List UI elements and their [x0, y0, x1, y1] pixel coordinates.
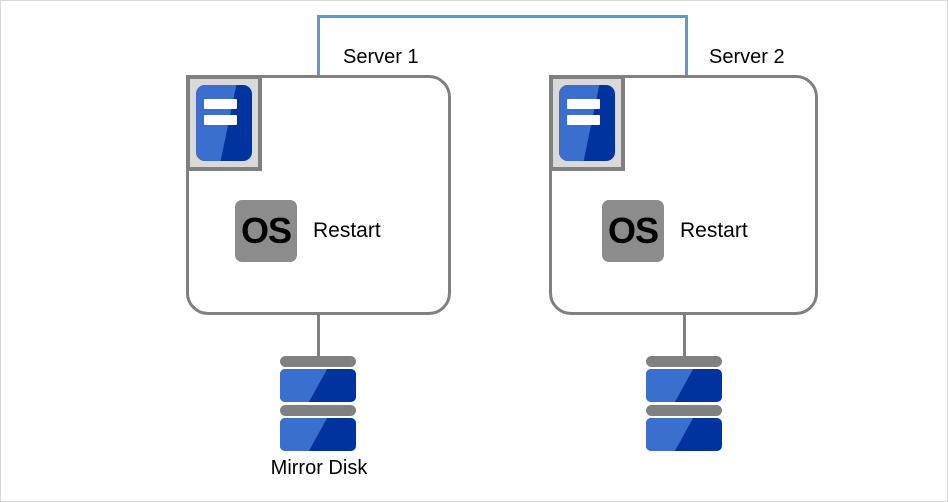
server-2-machine-icon	[549, 75, 625, 171]
disk-plate-bottom	[646, 405, 722, 416]
server-icon-bar-bottom	[203, 115, 238, 126]
server-2-os-status: OS Restart	[602, 200, 748, 262]
disk-block-bottom	[280, 418, 356, 451]
heartbeat-link-horizontal	[317, 15, 688, 18]
server-1-disk-icon	[280, 356, 356, 454]
disk-plate-top	[280, 356, 356, 367]
server-1-disk-connector	[317, 314, 320, 358]
server-icon-bar-top	[566, 99, 601, 110]
server-icon-bar-bottom	[566, 115, 601, 126]
disk-block-top	[646, 369, 722, 402]
disk-block-bottom	[646, 418, 722, 451]
server-2-disk-icon	[646, 356, 722, 454]
disk-plate-top	[646, 356, 722, 367]
server-2-restart-label: Restart	[680, 219, 748, 242]
server-icon-bar-top	[203, 99, 238, 110]
disk-block-top	[280, 369, 356, 402]
server-1-restart-label: Restart	[313, 219, 381, 242]
server-icon-body	[196, 85, 252, 161]
server-2-disk-connector	[683, 314, 686, 358]
server-icon-body	[559, 85, 615, 161]
server-1-label: Server 1	[343, 46, 419, 68]
disk-plate-bottom	[280, 405, 356, 416]
server-2-os-badge: OS	[602, 200, 664, 262]
heartbeat-link-right-vertical	[685, 15, 688, 76]
server-2-label: Server 2	[709, 46, 785, 68]
server-1-os-badge: OS	[235, 200, 297, 262]
heartbeat-link-left-vertical	[317, 15, 320, 76]
server-1-os-status: OS Restart	[235, 200, 381, 262]
server-1-machine-icon	[186, 75, 262, 171]
server-1-disk-label: Mirror Disk	[270, 457, 368, 479]
